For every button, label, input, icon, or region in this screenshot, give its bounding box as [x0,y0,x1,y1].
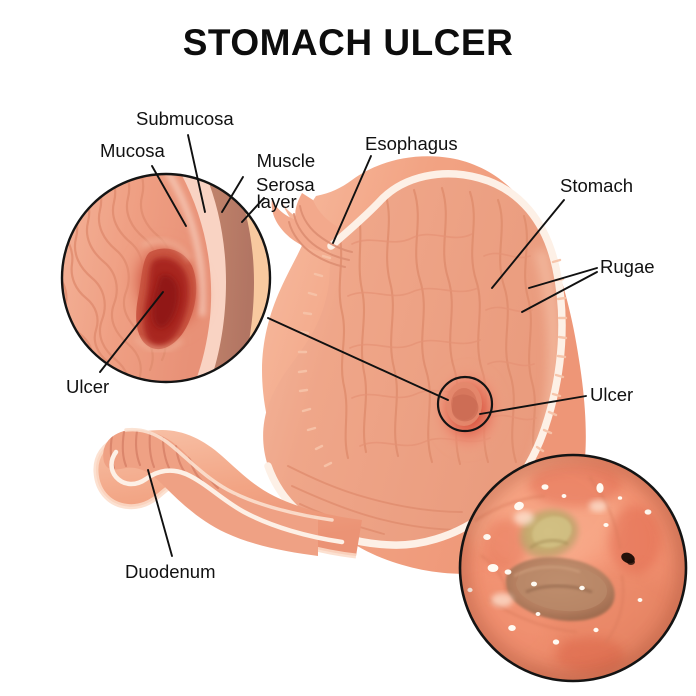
label-rugae: Rugae [600,256,655,277]
connector-inset-to-stomach [267,317,449,401]
layer-submucosa [152,174,226,382]
label-stomach: Stomach [560,175,634,196]
esophagus-folds [288,205,353,268]
label-serosa: Serosa [256,174,315,195]
ulcer-marker-circle [436,375,494,433]
label-mucosa: Mucosa [100,140,165,161]
endoscope-specular-highlights [467,483,652,645]
endoscopy-circle-outline [458,453,688,683]
label-esophagus: Esophagus [365,133,458,154]
endoscope-ulcer-crater [519,509,579,559]
endoscopy-photo [458,453,688,683]
page-title: STOMACH ULCER [182,22,514,63]
stomach-ulcer-lesion [432,366,504,454]
leader-line-muscle-layer [221,176,244,213]
endoscope-erythema [483,463,661,673]
endoscope-fold-mass [505,557,615,622]
label-muscle-line2: layer [256,191,297,213]
endoscope-fold-lines [474,476,625,644]
label-ulcer-stomach: Ulcer [590,384,634,405]
label-muscle-line1: Muscle [256,149,316,171]
leader-line-mucosa [151,165,187,227]
duodenum-inner-rim-2 [124,427,334,522]
leader-line-duodenum [147,469,173,557]
inset-ulcer-crater [126,236,210,352]
stomach-figure [262,156,586,574]
leader-line-rugae-upper [528,267,598,289]
endoscope-dark-spot [621,552,635,565]
label-ulcer-inset: Ulcer [66,376,110,397]
leader-line-ulcer-stomach [479,395,587,415]
endoscope-soft-highlights [491,500,607,607]
label-muscle-layer: Muscle layer [236,130,316,234]
leader-line-submucosa [187,134,206,213]
leader-line-rugae-lower [521,271,598,313]
cross-section-circle-outline [60,172,272,384]
leader-line-serosa [241,197,265,223]
leader-line-stomach [491,199,565,289]
leader-lines [99,134,598,557]
leader-line-esophagus [332,155,372,244]
duodenum-inner-rim [109,449,345,545]
label-submucosa: Submucosa [136,108,234,129]
submucosa-highlight [157,174,206,317]
leader-line-ulcer-inset [99,291,164,373]
label-duodenum: Duodenum [125,561,216,582]
